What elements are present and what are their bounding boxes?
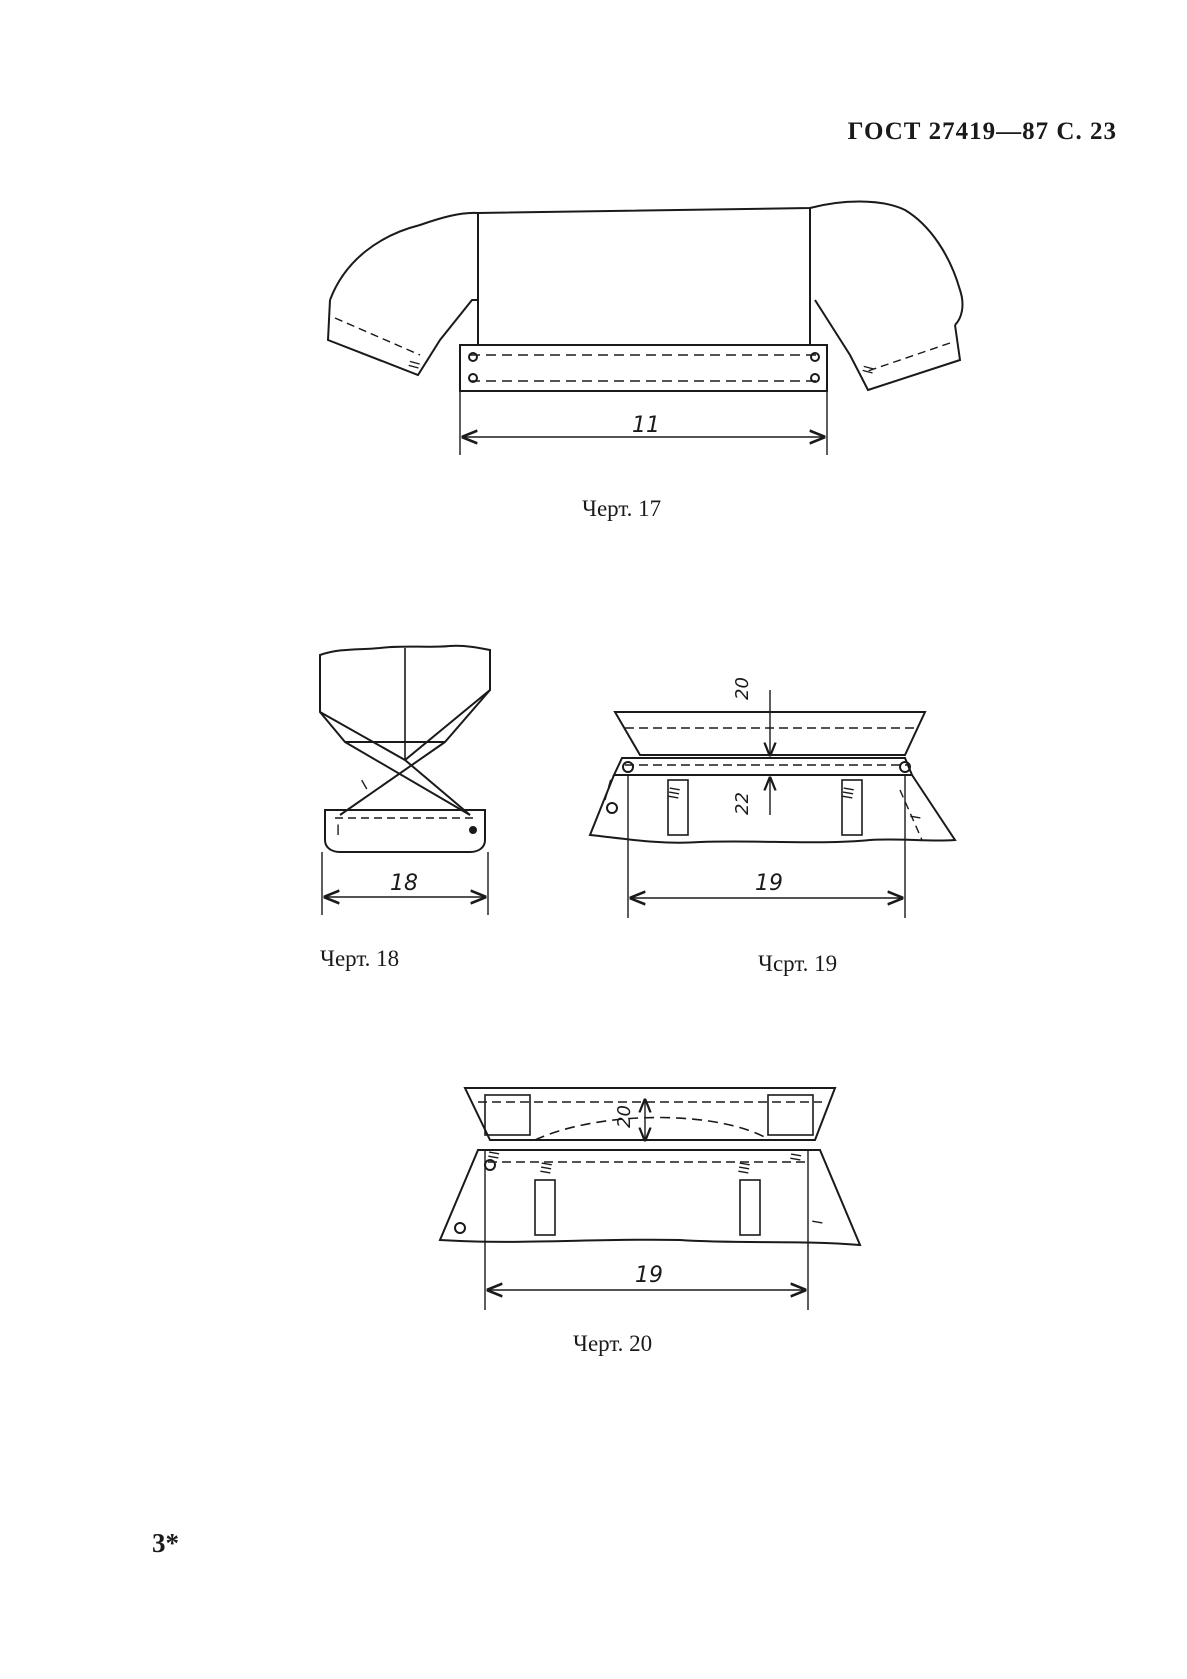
fig17-mark-right: II bbox=[860, 364, 878, 376]
fig20-mark-4: II bbox=[788, 1152, 805, 1163]
fig17-dim-11: 11 bbox=[632, 413, 660, 438]
page-footer: 3* bbox=[152, 1528, 179, 1558]
fig18-mark-1: I bbox=[336, 823, 340, 839]
figure-17 bbox=[326, 200, 964, 455]
fig17-left-cuff bbox=[326, 299, 478, 377]
fig18-mark-2: I bbox=[359, 778, 371, 794]
figure-19-caption: Чсрт. 19 bbox=[758, 951, 838, 976]
fig18-dim-18: 18 bbox=[390, 871, 418, 896]
figure-18 bbox=[319, 644, 491, 915]
fig19-skirt bbox=[588, 774, 957, 844]
fig17-right-cuff bbox=[814, 299, 962, 392]
fig18-top bbox=[319, 644, 491, 743]
fig18-cross-right bbox=[339, 741, 471, 816]
fig20-mark-3: II bbox=[486, 1150, 503, 1161]
fig20-mark-5: I bbox=[810, 1219, 826, 1226]
fig17-body-outline bbox=[329, 200, 964, 326]
page-header: ГОСТ 27419—87 С. 23 bbox=[847, 118, 1117, 145]
fig19-dim-22: 22 bbox=[732, 792, 753, 815]
fig20-collar bbox=[463, 1087, 837, 1141]
fig17-mark-left: II bbox=[406, 359, 424, 371]
figure-19 bbox=[588, 690, 957, 918]
figure-17-caption: Черт. 17 bbox=[582, 496, 662, 521]
fig19-mark-1: III bbox=[666, 786, 684, 801]
fig17-waistband bbox=[459, 344, 828, 392]
fig19-dim-20: 20 bbox=[732, 677, 753, 700]
figure-18-caption: Черт. 18 bbox=[320, 946, 400, 971]
fig20-dim-19: 19 bbox=[635, 1263, 663, 1288]
figure-20-caption: Черт. 20 bbox=[573, 1331, 653, 1356]
fig19-band bbox=[612, 757, 914, 776]
fig20-mark-2: III bbox=[736, 1161, 754, 1176]
fig20-dim-20: 20 bbox=[614, 1105, 635, 1128]
figure-20 bbox=[438, 1087, 862, 1310]
fig19-collar bbox=[613, 711, 927, 756]
fig19-dim-19: 19 bbox=[755, 871, 783, 896]
fig20-mark-1: III bbox=[538, 1161, 556, 1176]
fig19-mark-2: III bbox=[840, 786, 858, 801]
fig20-band bbox=[438, 1149, 862, 1247]
fig18-band bbox=[324, 809, 486, 853]
fig19-mark-3: I bbox=[908, 814, 924, 821]
